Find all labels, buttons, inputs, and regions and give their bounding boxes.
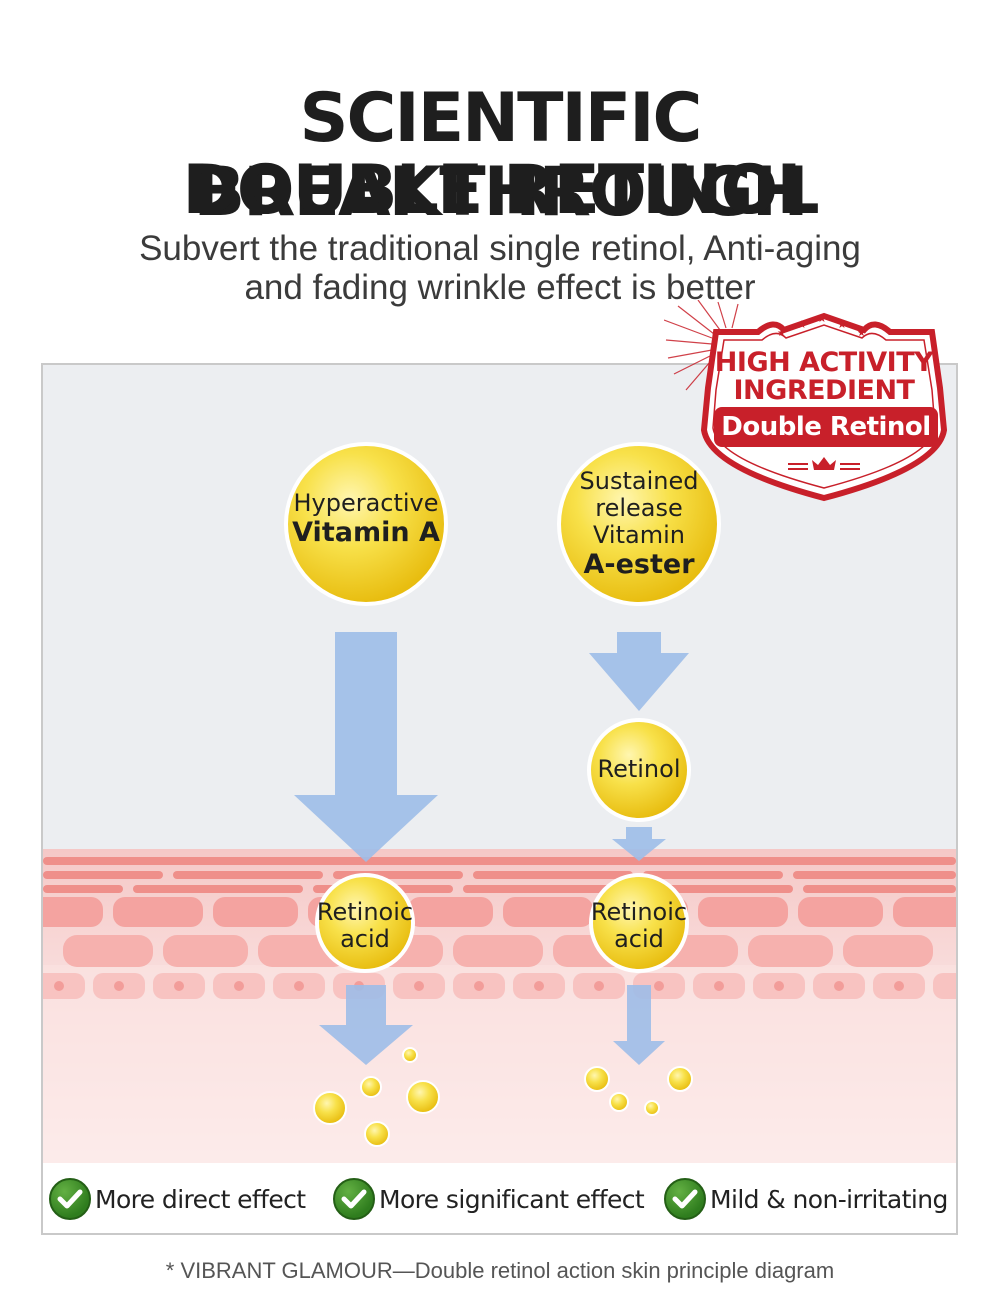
arrows <box>294 632 689 1065</box>
label-acid-right: acid <box>614 925 664 953</box>
benefit-item: More significant effect <box>333 1177 645 1221</box>
left-bottom-arrow <box>319 985 413 1065</box>
subtitle-line-1: Subvert the traditional single retinol, … <box>139 229 861 268</box>
skin-cell-nuclei <box>54 981 904 991</box>
badge-line-2: INGREDIENT <box>733 375 915 406</box>
badge-shield-icon: ★ ★ ★ ★ ★ <box>663 299 948 502</box>
label-retinoic-acid-left: Retinoic acid <box>305 899 425 953</box>
retinol-diagram <box>43 442 956 1163</box>
svg-text:★: ★ <box>777 328 786 339</box>
title-line-2: DOUBLE RETINOL <box>182 151 819 230</box>
label-sustained: Sustained <box>579 467 699 495</box>
sphere-retinoic-acid-left <box>315 873 415 973</box>
spheres <box>284 442 721 973</box>
label-retinol: Retinol <box>574 756 704 783</box>
benefit-label: More significant effect <box>379 1184 645 1214</box>
label-vitamin: Vitamin <box>593 521 685 549</box>
right-top-arrow <box>589 632 689 711</box>
label-vitamin-a: Hyperactive Vitamin A <box>281 490 451 549</box>
benefits-bar: More direct effect More significant effe… <box>43 1163 956 1233</box>
svg-text:★: ★ <box>857 328 866 339</box>
label-acid-left: acid <box>340 925 390 953</box>
label-hyperactive: Hyperactive <box>293 489 439 517</box>
label-release: release <box>595 494 683 522</box>
benefit-item: More direct effect <box>49 1177 306 1221</box>
skin-cells-row-2 <box>63 935 933 967</box>
badge-line-3: Double Retinol <box>721 412 931 442</box>
sphere-retinol <box>587 718 691 822</box>
benefit-label: More direct effect <box>95 1184 306 1214</box>
sphere-vitamin-a-ester <box>557 442 721 606</box>
label-a-ester: A-ester <box>583 549 695 580</box>
title-line-1: SCIENTIFIC BREAKTHROUGH <box>193 79 808 232</box>
benefit-label: Mild & non-irritating <box>710 1184 948 1214</box>
high-activity-badge: ★ ★ ★ ★ ★ HIGH ACTIVITY INGREDIENT Double … <box>663 299 954 505</box>
right-small-arrow <box>612 827 666 861</box>
diagram-panel: Hyperactive Vitamin A Sustained release … <box>41 363 958 1235</box>
crown-icon <box>788 457 860 470</box>
svg-text:★: ★ <box>797 319 807 331</box>
label-retinol-text: Retinol <box>597 755 681 783</box>
badge-line-1: HIGH ACTIVITY <box>714 347 934 378</box>
svg-text:★: ★ <box>817 313 827 325</box>
svg-text:★: ★ <box>837 319 847 331</box>
label-retinoic-left: Retinoic <box>316 898 414 926</box>
sphere-vitamin-a <box>284 442 448 606</box>
label-retinoic-acid-right: Retinoic acid <box>579 899 699 953</box>
label-vitamin-a-bold: Vitamin A <box>292 517 440 548</box>
stratum-corneum <box>43 857 956 893</box>
particles <box>313 1047 693 1147</box>
footnote: * VIBRANT GLAMOUR—Double retinol action … <box>165 1258 835 1283</box>
left-big-arrow <box>294 632 438 862</box>
label-vitamin-a-ester: Sustained release Vitamin A-ester <box>554 468 724 581</box>
check-icon <box>49 1178 91 1220</box>
label-retinoic-right: Retinoic <box>590 898 688 926</box>
check-icon <box>664 1178 706 1220</box>
sphere-retinoic-acid-right <box>589 873 689 973</box>
right-bottom-arrow <box>613 985 665 1065</box>
check-icon <box>333 1178 375 1220</box>
subtitle-line-2: and fading wrinkle effect is better <box>244 268 756 307</box>
benefit-item: Mild & non-irritating <box>664 1177 948 1221</box>
